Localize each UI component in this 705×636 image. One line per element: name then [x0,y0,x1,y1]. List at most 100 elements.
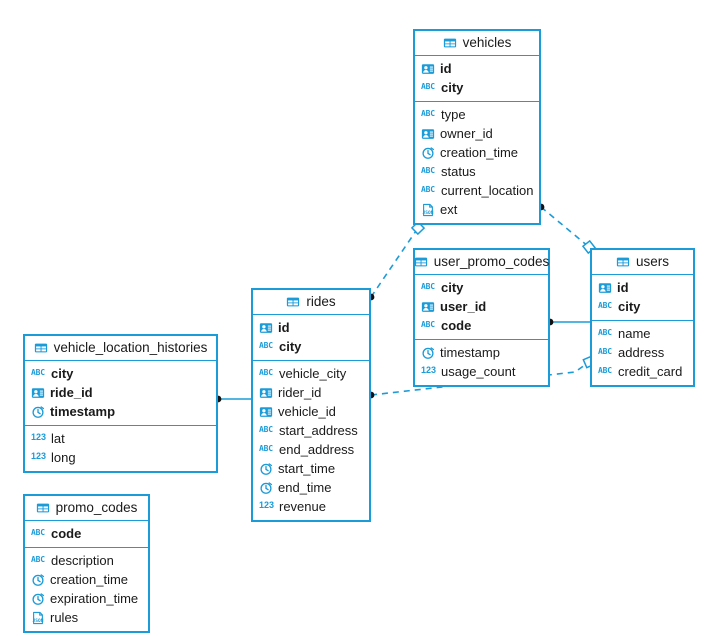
clock-icon [259,481,273,495]
primary-key-row-city[interactable]: ABC city [25,364,216,383]
abc-text-icon: ABC [31,554,45,564]
field-label: address [618,345,665,360]
abc-text-icon: ABC [421,165,435,175]
entity-header-promo_codes[interactable]: promo_codes [25,496,148,521]
entity-header-user_promo_codes[interactable]: user_promo_codes [414,250,549,275]
column-row-owner_id[interactable]: owner_id [415,124,539,143]
abc-text-icon: ABC [421,281,435,291]
column-row-end_time[interactable]: end_time [253,478,369,497]
clock-icon [259,462,273,476]
abc-text-icon: ABC [421,319,435,329]
column-row-address[interactable]: ABC address [592,343,693,362]
entity-header-vehicle_location_histories[interactable]: vehicle_location_histories [25,336,216,361]
number-icon: 123 [31,432,47,442]
json-icon: JSON [31,611,45,625]
entity-title: promo_codes [55,500,138,516]
field-label: city [441,280,464,295]
relationship-vlh-to-rides[interactable] [214,395,251,403]
primary-key-row-ride_id[interactable]: ride_id [25,383,216,402]
field-label: timestamp [50,404,116,419]
column-row-ext[interactable]: JSON ext [415,200,539,219]
primary-key-row-id[interactable]: id [253,318,369,337]
abc-text-icon: ABC [259,340,273,350]
field-label: creation_time [50,572,129,587]
column-row-rider_id[interactable]: rider_id [253,383,369,402]
table-icon [414,255,428,269]
field-label: start_address [279,423,358,438]
field-label: long [51,450,76,465]
primary-key-row-timestamp[interactable]: timestamp [25,402,216,421]
abc-text-icon: ABC [598,346,612,356]
primary-key-row-user_id[interactable]: user_id [415,297,548,316]
abc-text-icon: ABC [259,424,273,434]
field-label: owner_id [440,126,493,141]
number-icon: 123 [259,500,275,510]
column-row-expiration_time[interactable]: expiration_time [25,589,148,608]
entity-title: rides [306,294,336,310]
column-row-vehicle_id[interactable]: vehicle_id [253,402,369,421]
field-label: code [51,526,82,541]
field-label: usage_count [441,364,516,379]
table-icon [34,341,48,355]
column-row-timestamp[interactable]: timestamp [415,343,548,362]
svg-text:JSON: JSON [33,617,44,623]
clock-icon [31,573,45,587]
column-row-creation_time[interactable]: creation_time [415,143,539,162]
key-id-icon [31,386,45,400]
relationship-upc-to-users[interactable] [546,318,590,326]
abc-text-icon: ABC [31,367,45,377]
column-row-start_address[interactable]: ABC start_address [253,421,369,440]
primary-key-row-city[interactable]: ABC city [415,278,548,297]
field-label: ext [440,202,458,217]
column-row-creation_time[interactable]: creation_time [25,570,148,589]
relationship-vehicles-to-users[interactable] [537,203,597,255]
field-label: status [441,164,476,179]
abc-text-icon: ABC [259,367,273,377]
field-label: user_id [440,299,487,314]
json-icon: JSON [421,203,435,217]
column-row-start_time[interactable]: start_time [253,459,369,478]
primary-key-row-id[interactable]: id [415,59,539,78]
field-label: type [441,107,466,122]
field-label: id [278,320,290,335]
key-id-icon [421,127,435,141]
column-row-status[interactable]: ABC status [415,162,539,181]
entity-header-vehicles[interactable]: vehicles [415,31,539,56]
table-icon [616,255,630,269]
primary-key-row-id[interactable]: id [592,278,693,297]
field-label: vehicle_id [278,404,336,419]
field-label: id [440,61,452,76]
entity-header-rides[interactable]: rides [253,290,369,315]
field-label: city [51,366,74,381]
entity-header-users[interactable]: users [592,250,693,275]
svg-text:JSON: JSON [423,209,434,215]
